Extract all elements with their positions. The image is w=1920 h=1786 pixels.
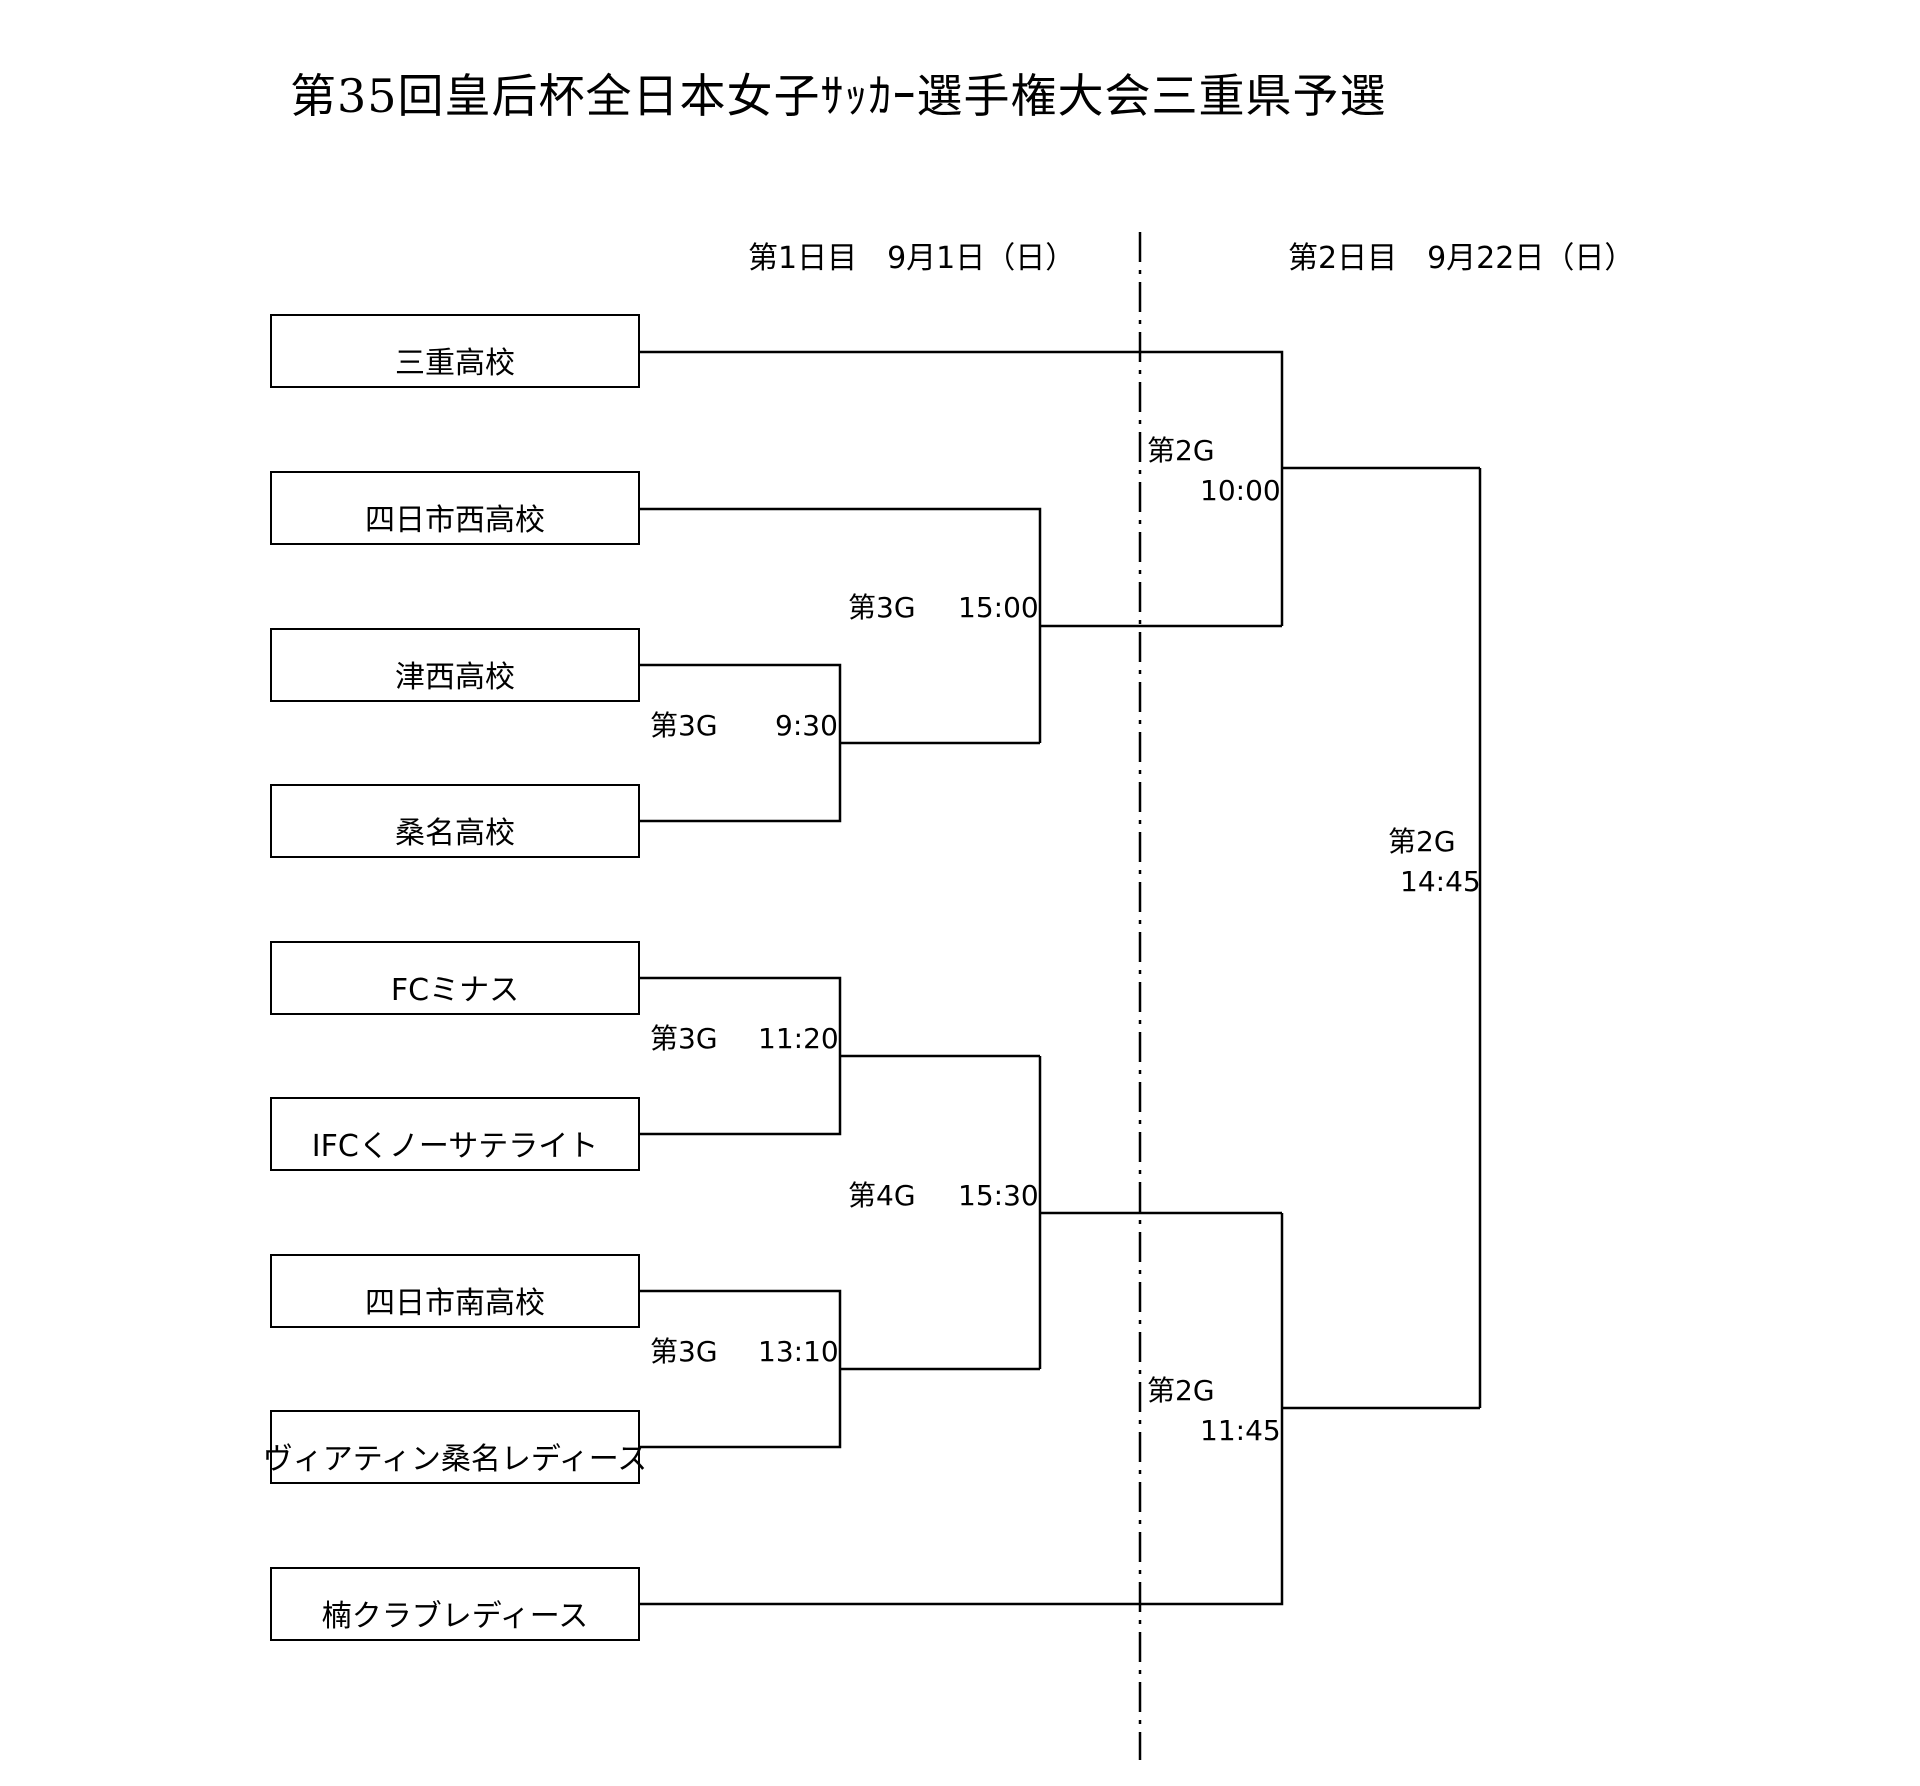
team-box: 三重高校 [270,314,640,388]
match-time: 10:00 [1200,474,1281,507]
team-box: 桑名高校 [270,784,640,858]
line-r1-a [640,663,842,823]
match-venue: 第4G [848,1179,916,1212]
team-box: 四日市西高校 [270,471,640,545]
match-time: 15:30 [958,1179,1039,1212]
team-box: FCミナス [270,941,640,1015]
match-venue: 第3G [848,591,916,624]
match-venue: 第3G [650,709,718,742]
match-venue: 第3G [650,1335,718,1368]
match-time: 9:30 [775,709,838,742]
match-venue: 第3G [650,1022,718,1055]
match-time: 11:20 [758,1022,839,1055]
page-title: 第35回皇后杯全日本女子ｻｯｶｰ選手権大会三重県予選 [290,69,1387,123]
team-box: IFCくノーサテライト [270,1097,640,1171]
match-venue: 第2G [1147,1374,1215,1407]
match-time: 11:45 [1200,1414,1281,1447]
line-r1-c [640,1289,842,1449]
day2-header: 第2日目 9月22日（日） [1288,241,1635,276]
match-time: 14:45 [1400,865,1481,898]
line-semi-top [640,350,1284,626]
match-venue: 第2G [1147,434,1215,467]
match-time: 15:00 [958,591,1039,624]
line-r2-top [640,507,1042,743]
line-r1-b [640,976,842,1136]
team-box: 楠クラブレディース [270,1567,640,1641]
team-box: 四日市南高校 [270,1254,640,1328]
team-box: 津西高校 [270,628,640,702]
match-time: 13:10 [758,1335,839,1368]
match-venue: 第2G [1388,825,1456,858]
team-box: ヴィアティン桑名レディース [263,1410,647,1484]
line-semi-bottom [640,1213,1284,1606]
day1-header: 第1日目 9月1日（日） [748,241,1076,276]
